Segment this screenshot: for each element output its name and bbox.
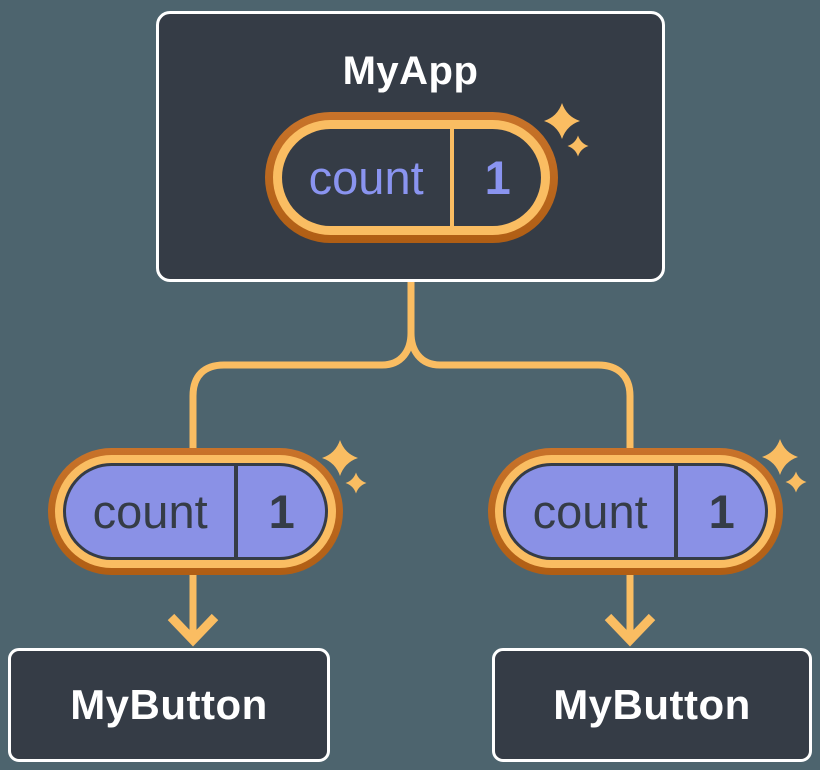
branch-line-right xyxy=(407,282,634,636)
myapp-title: MyApp xyxy=(342,49,479,93)
pill-core: count 1 xyxy=(66,466,325,557)
sparkle-big-icon xyxy=(762,439,798,475)
sparkle-small-icon xyxy=(567,135,589,157)
prop-value-label: 1 xyxy=(708,485,735,538)
sparkle-icon xyxy=(322,440,367,494)
pill-label-cell: count xyxy=(506,466,674,557)
sparkle-icon xyxy=(762,439,807,493)
pill-divider xyxy=(234,466,239,557)
pill-value-cell: 1 xyxy=(238,466,325,557)
pill-value-cell: 1 xyxy=(454,129,541,226)
sparkle-icon xyxy=(544,103,589,157)
sparkle-small-icon xyxy=(345,472,367,494)
mybutton-title: MyButton xyxy=(70,681,268,728)
sparkle-small-icon xyxy=(785,471,807,493)
sparkle-big-icon xyxy=(322,440,358,476)
pill-divider xyxy=(450,129,455,226)
prop-pill-right: count 1 xyxy=(488,448,783,575)
arrow-down-icon xyxy=(167,613,219,647)
mybutton-title: MyButton xyxy=(553,681,751,728)
pill-core: count 1 xyxy=(506,466,765,557)
pill-outline: count 1 xyxy=(63,463,328,560)
pill-inner-ring: count 1 xyxy=(273,120,550,235)
pill-label-cell: count xyxy=(282,129,450,226)
pill-inner-ring: count 1 xyxy=(495,455,776,568)
pill-outline: count 1 xyxy=(503,463,768,560)
state-name-label: count xyxy=(308,151,424,204)
pill-label-cell: count xyxy=(66,466,234,557)
mybutton-node-left: MyButton xyxy=(8,648,330,762)
mybutton-node-right: MyButton xyxy=(492,648,812,762)
prop-name-label: count xyxy=(92,485,208,538)
prop-value-label: 1 xyxy=(268,485,295,538)
state-value-label: 1 xyxy=(484,151,511,204)
pill-inner-ring: count 1 xyxy=(55,455,336,568)
pill-divider xyxy=(674,466,679,557)
sparkle-big-icon xyxy=(544,103,580,139)
arrow-down-icon xyxy=(604,613,656,647)
state-pill-root: count 1 xyxy=(265,112,558,243)
prop-name-label: count xyxy=(532,485,648,538)
prop-pill-left: count 1 xyxy=(48,448,343,575)
pill-value-cell: 1 xyxy=(678,466,765,557)
pill-core: count 1 xyxy=(282,129,541,226)
